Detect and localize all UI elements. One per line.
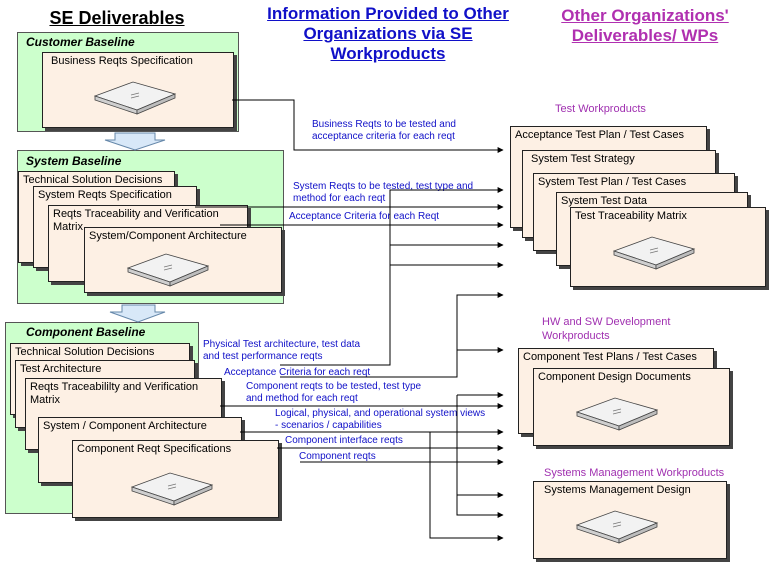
flow-label-acceptance-criteria-comp: Acceptance Criteria for each reqt xyxy=(224,367,371,378)
doc-label: System Test Data xyxy=(561,195,647,207)
doc-label: Technical Solution Decisions xyxy=(23,174,163,186)
doc-label: Reqts Traceability and Verification Matr… xyxy=(53,208,219,233)
component-baseline-title: Component Baseline xyxy=(26,325,146,339)
system-baseline-title: System Baseline xyxy=(26,154,122,168)
doc-systems-management-design: Systems Management Design xyxy=(533,481,727,559)
flow-label-physical-test: Physical Test architecture, test data an… xyxy=(203,339,361,362)
book-icon xyxy=(613,236,695,270)
doc-label: System Reqts Specification xyxy=(38,189,172,201)
down-arrow-icon xyxy=(109,304,166,323)
flow-label-business-reqts: Business Reqts to be tested and acceptan… xyxy=(312,119,456,142)
customer-baseline-title: Customer Baseline xyxy=(26,35,135,49)
test-workproducts-label: Test Workproducts xyxy=(555,103,646,115)
info-provided-heading: Information Provided to Other Organizati… xyxy=(267,4,509,63)
flow-label-system-reqts: System Reqts to be tested, test type and… xyxy=(293,181,474,204)
doc-label: Test Architecture xyxy=(20,363,102,375)
doc-label: Acceptance Test Plan / Test Cases xyxy=(515,129,684,141)
doc-label: Component Test Plans / Test Cases xyxy=(523,351,697,363)
doc-label: Component Design Documents xyxy=(538,371,691,383)
hwsw-workproducts-label: HW and SW Development Workproducts xyxy=(542,316,671,342)
doc-label: Component Reqt Specifications xyxy=(77,443,232,455)
se-deliverables-heading: SE Deliverables xyxy=(49,8,185,28)
sysmgmt-workproducts-label: Systems Management Workproducts xyxy=(544,467,725,479)
down-arrow-icon xyxy=(104,132,166,151)
book-icon xyxy=(131,472,213,506)
doc-label: Technical Solution Decisions xyxy=(15,346,155,358)
doc-label: Reqts Traceabililty and Verification Mat… xyxy=(30,381,199,406)
other-orgs-heading: Other Organizations' Deliverables/ WPs xyxy=(561,6,729,45)
book-icon xyxy=(94,81,176,115)
doc-label: System / Component Architecture xyxy=(43,420,207,432)
book-icon xyxy=(576,510,658,544)
flow-label-acceptance-criteria: Acceptance Criteria for each Reqt xyxy=(289,211,440,222)
book-icon xyxy=(127,253,209,287)
book-icon xyxy=(576,397,658,431)
flow-label-interface-reqts: Component interface reqts xyxy=(285,435,403,446)
doc-label: System Test Strategy xyxy=(531,153,635,165)
flow-label-component-reqts: Component reqts xyxy=(299,451,376,462)
doc-label: System/Component Architecture xyxy=(89,230,247,242)
doc-label: Systems Management Design xyxy=(544,484,691,496)
flow-label-component-reqts-tested: Component reqts to be tested, test type … xyxy=(246,381,422,404)
doc-label: Business Reqts Specification xyxy=(51,55,193,67)
doc-label: Test Traceability Matrix xyxy=(575,210,687,222)
flow-label-logical-views: Logical, physical, and operational syste… xyxy=(275,408,486,431)
doc-label: System Test Plan / Test Cases xyxy=(538,176,687,188)
